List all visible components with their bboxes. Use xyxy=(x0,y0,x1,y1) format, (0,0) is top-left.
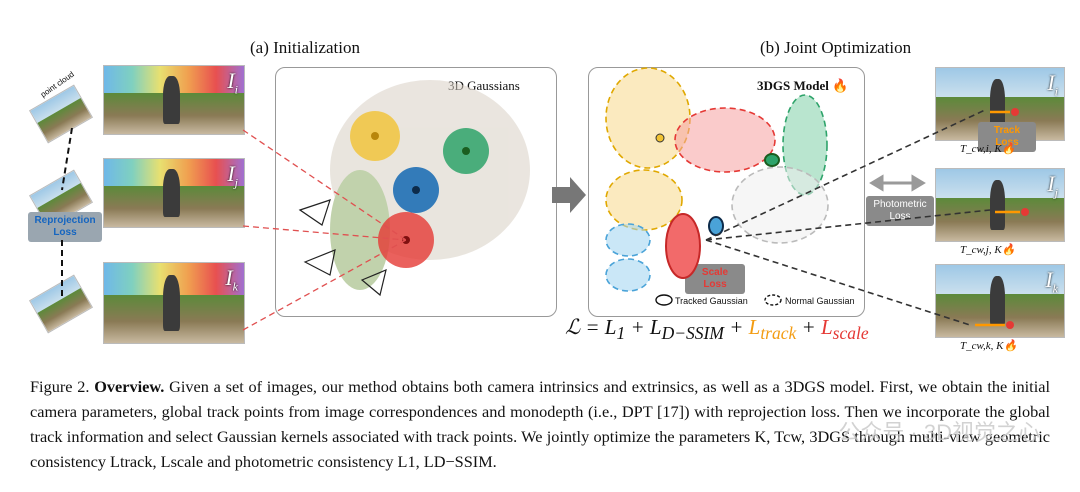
normal-gaussian-yellow-2 xyxy=(605,169,683,231)
image-i-label: Ii xyxy=(227,68,238,97)
camera-k-params: T_cw,k, K🔥 xyxy=(960,340,1018,352)
joint-optimization-title: (b) Joint Optimization xyxy=(760,38,912,57)
normal-gaussian-legend: Normal Gaussian xyxy=(785,296,855,306)
tracked-gaussian-legend: Tracked Gaussian xyxy=(675,296,748,306)
camera-i-params: T_cw,i, K🔥 xyxy=(960,143,1016,155)
overview-diagram xyxy=(61,67,1029,331)
normal-gaussian-blue-2 xyxy=(605,258,651,292)
tracked-gaussian-red xyxy=(665,213,701,279)
model-label: 3DGS Model 🔥 xyxy=(757,78,849,93)
initialization-title: (a) Initialization xyxy=(250,38,360,57)
loss-formula: ℒ = L1 + LD−SSIM + Ltrack + Lscale xyxy=(565,315,869,344)
reprojection-loss-badge: Reprojection Loss xyxy=(28,212,102,242)
image-k-depth: Ik xyxy=(103,262,245,344)
camera-frusta xyxy=(298,199,387,297)
normal-gaussian-red xyxy=(674,107,776,173)
image-j-depth: Ij xyxy=(103,158,245,228)
tracked-gaussian-green xyxy=(764,153,780,167)
track-loss-badge: Track Loss xyxy=(978,122,1036,152)
image-j: Ij xyxy=(935,168,1065,242)
normal-gaussian-yellow-1 xyxy=(605,67,691,169)
right-image-j-label: Ij xyxy=(1047,171,1058,200)
caption-text: Given a set of images, our method obtain… xyxy=(30,377,1050,471)
image-k: Ik xyxy=(935,264,1065,338)
next-arrow-icon xyxy=(552,177,586,213)
camera-j-params: T_cw,j, K🔥 xyxy=(960,244,1016,256)
image-i-depth: Ii xyxy=(103,65,245,135)
image-j-label: Ij xyxy=(227,161,238,190)
figure-number: Figure 2. xyxy=(30,377,90,396)
figure-caption: Figure 2. Overview. Given a set of image… xyxy=(30,374,1050,474)
photometric-loss-badge: Photometric Loss xyxy=(866,196,934,226)
watermark: 公众号 · 3D视觉之心 xyxy=(838,420,1040,445)
normal-gaussian-blue-1 xyxy=(605,223,651,257)
tracked-gaussian-blue xyxy=(708,216,724,236)
image-k-label: Ik xyxy=(225,265,238,294)
caption-bold: Overview. xyxy=(94,377,165,396)
right-image-k-label: Ik xyxy=(1045,267,1058,296)
right-image-i-label: Ii xyxy=(1047,70,1058,99)
